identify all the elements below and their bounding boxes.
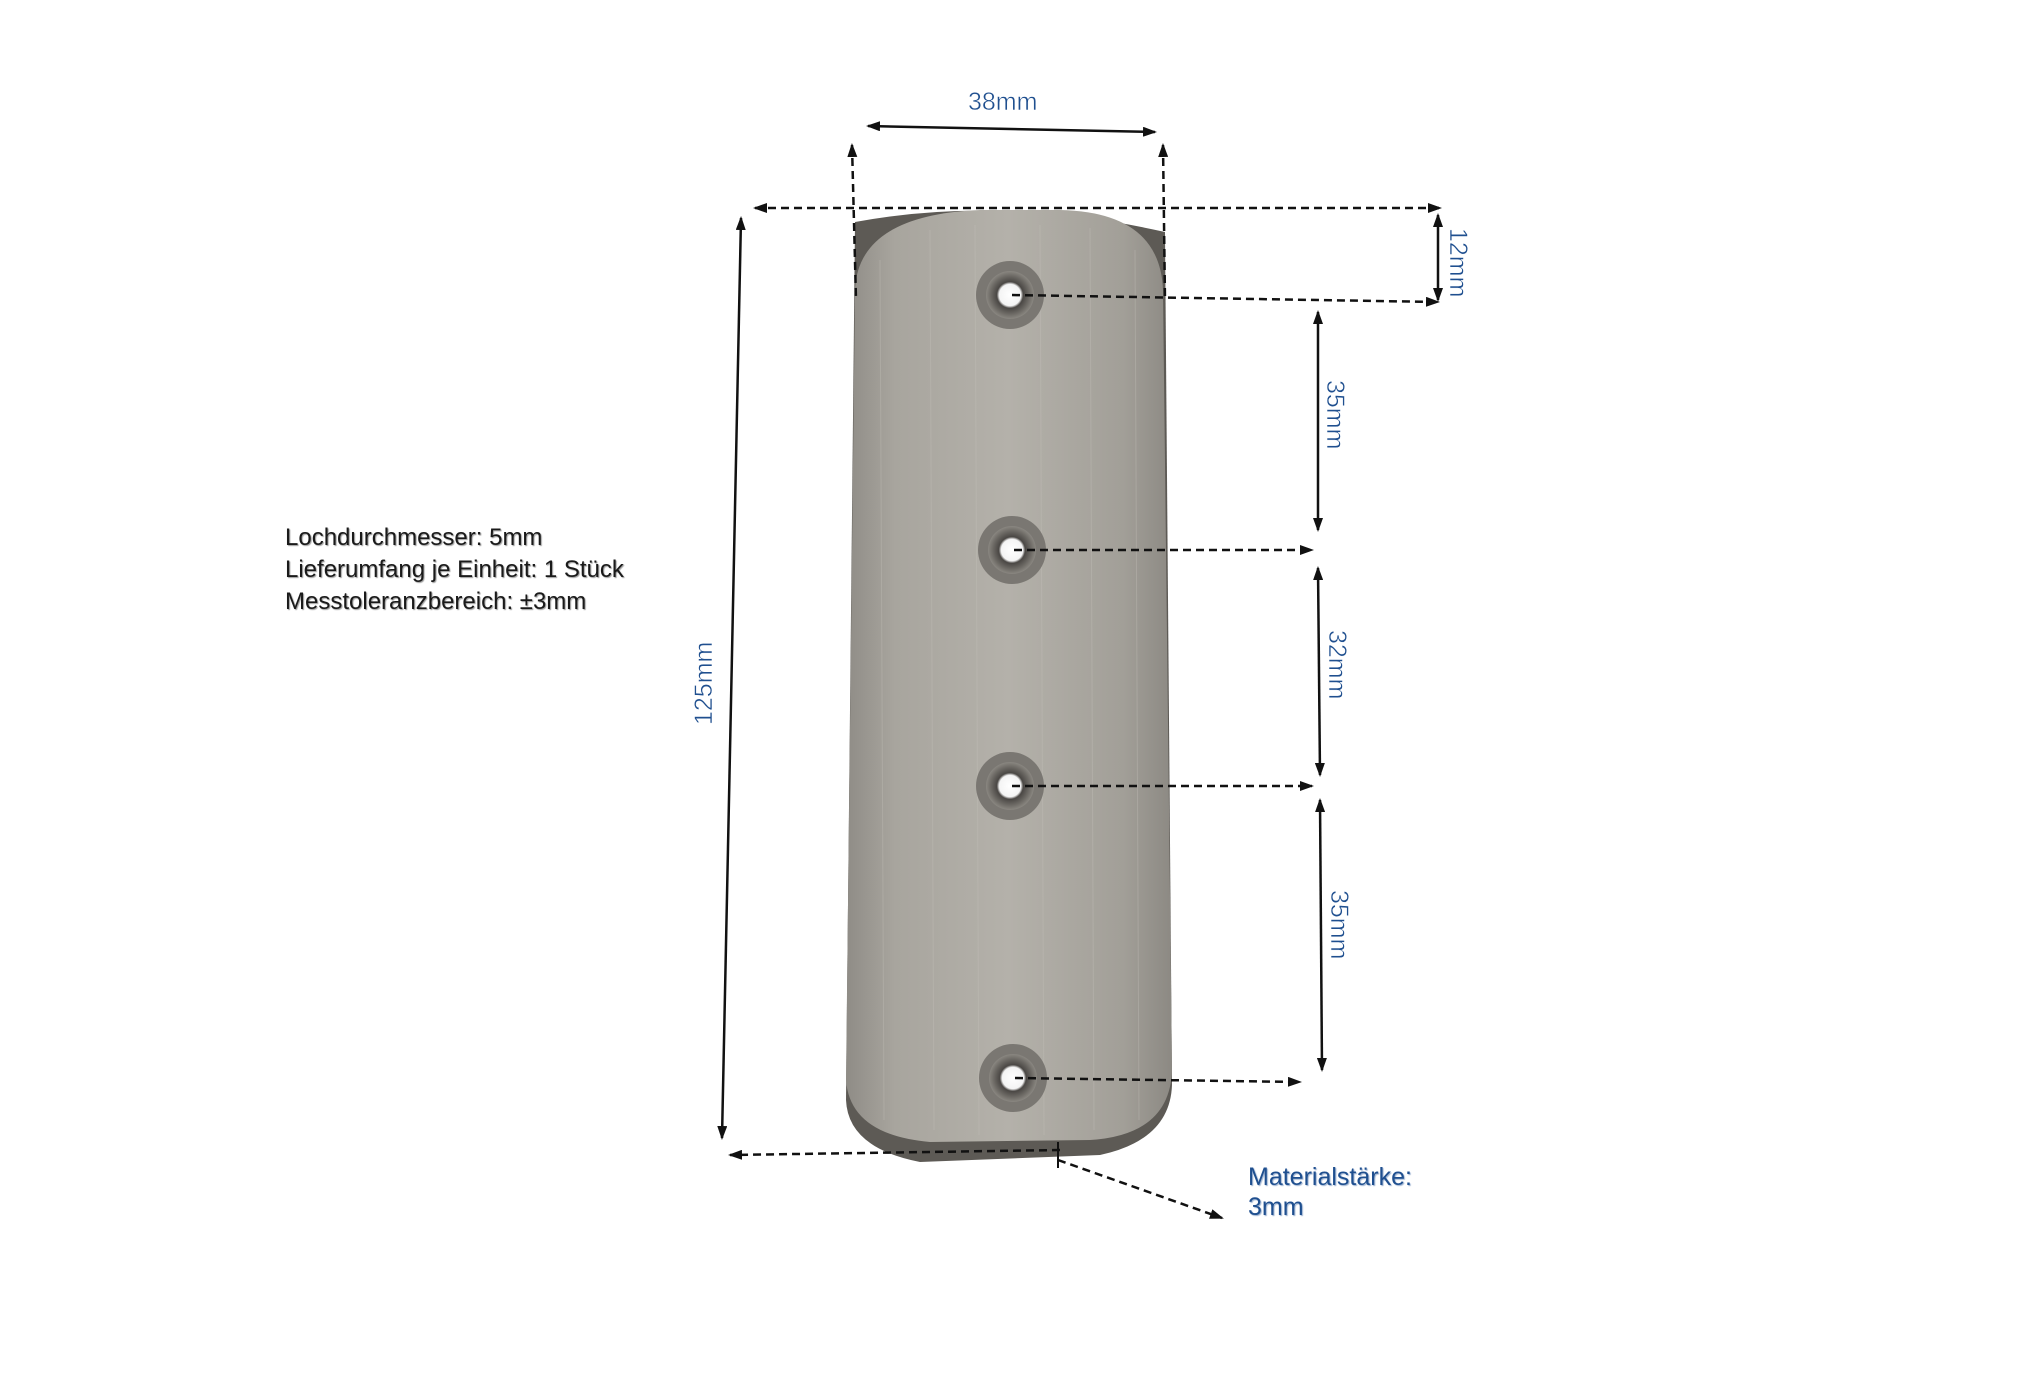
width-arrow — [866, 121, 1157, 137]
material-thickness-label: Materialstärke: — [1248, 1163, 1412, 1191]
hole-3 — [976, 752, 1044, 820]
thickness-pointer — [1057, 1158, 1224, 1220]
hole-1-ref — [1011, 293, 1440, 307]
spacing-2-arrow — [1313, 566, 1325, 777]
width-label: 38mm — [968, 88, 1037, 116]
spacing-3-arrow — [1315, 798, 1327, 1072]
dimension-lines — [717, 121, 1443, 1220]
brushed-texture — [879, 224, 1140, 1136]
steel-plate — [846, 210, 1172, 1162]
total-length-label: 125mm — [690, 642, 718, 725]
hole-4-ref — [1014, 1076, 1302, 1087]
hole-diameter-text: Lochdurchmesser: 5mm — [285, 524, 543, 551]
spec-block: Lochdurchmesser: 5mm Lieferumfang je Ein… — [285, 522, 624, 618]
spacing-1-label: 35mm — [1321, 380, 1349, 449]
hole-4 — [979, 1044, 1047, 1112]
material-thickness-block: Materialstärke: 3mm — [1248, 1162, 1412, 1222]
hole-1 — [976, 261, 1044, 329]
offset-label: 12mm — [1444, 228, 1472, 297]
total-length-arrow — [717, 216, 746, 1140]
plate-face — [846, 210, 1172, 1142]
scope-of-delivery-text: Lieferumfang je Einheit: 1 Stück — [285, 556, 624, 583]
material-thickness-value: 3mm — [1248, 1193, 1304, 1221]
tolerance-text: Messtoleranzbereich: ±3mm — [285, 588, 587, 615]
spacing-2-label: 32mm — [1323, 630, 1351, 699]
spacing-3-label: 35mm — [1325, 890, 1353, 959]
bottom-ref-line — [728, 1148, 1061, 1160]
hole-2 — [978, 516, 1046, 584]
